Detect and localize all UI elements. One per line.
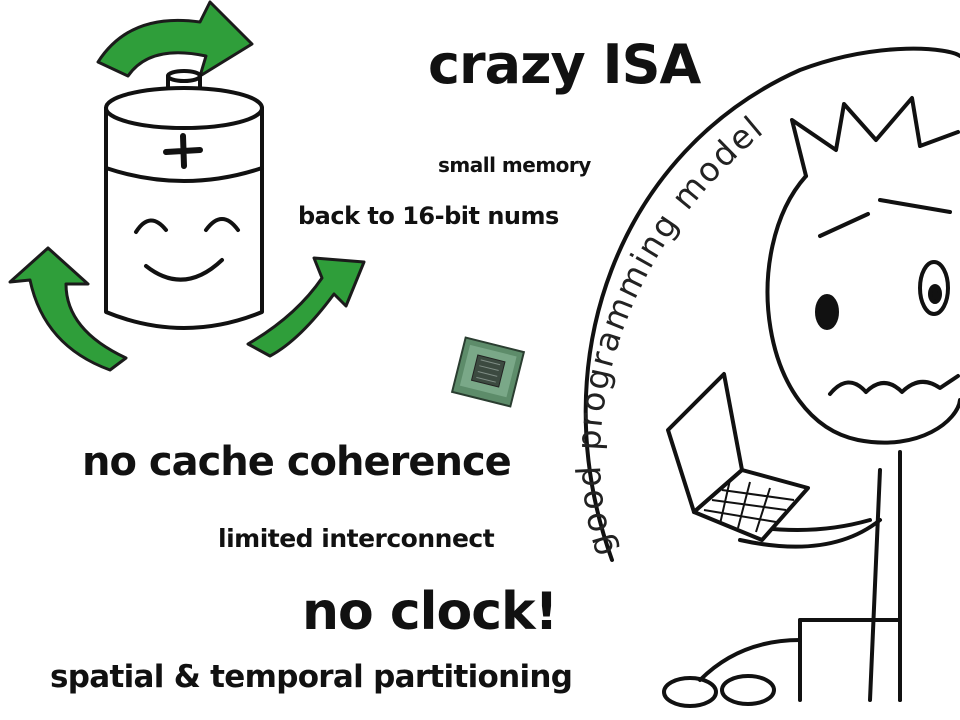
hair [790, 96, 960, 178]
recycle-arrows [8, 0, 366, 372]
mouth [828, 374, 960, 396]
person-figure [662, 96, 960, 708]
sixteen-bit-label: back to 16-bit nums [298, 202, 559, 230]
head [765, 174, 960, 445]
eye [815, 294, 839, 330]
recycle-arrow-icon [246, 256, 366, 358]
cpu-chip-icon [450, 336, 526, 408]
recycle-arrow-icon [96, 0, 254, 78]
laptop-icon [666, 372, 810, 542]
clock-label: no clock! [302, 582, 558, 642]
partitioning-label: spatial & temporal partitioning [50, 659, 573, 695]
eye [918, 260, 950, 316]
small-memory-label: small memory [438, 153, 591, 177]
recycle-arrow-icon [8, 246, 128, 372]
battery-icon [104, 69, 264, 330]
cache-label: no cache coherence [82, 439, 512, 485]
slide-title: crazy ISA [428, 33, 701, 96]
interconnect-label: limited interconnect [218, 524, 495, 553]
thought-bubble [583, 46, 960, 562]
